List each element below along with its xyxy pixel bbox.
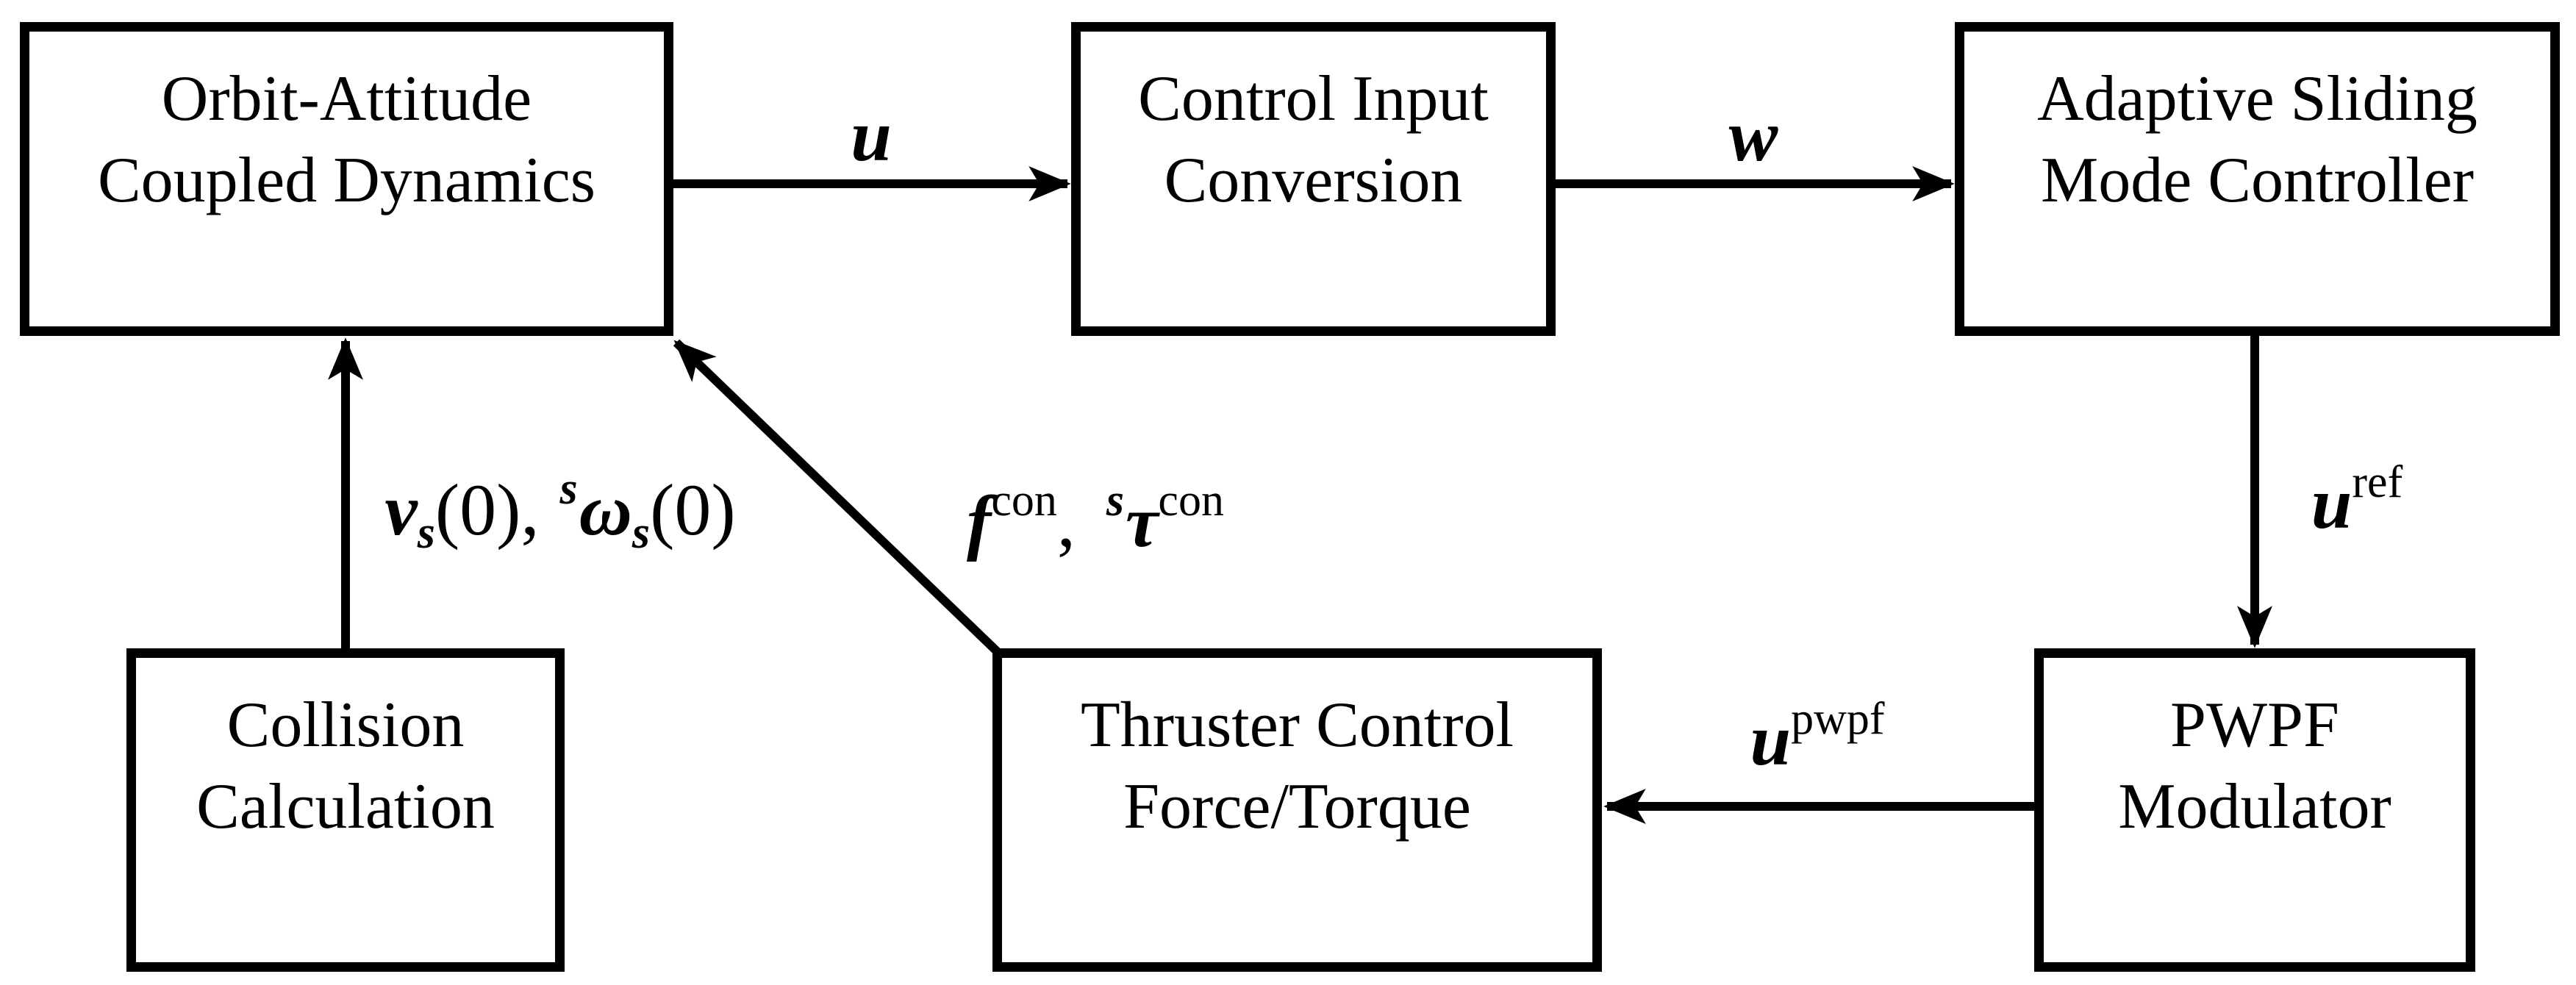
label-w: w [1729,99,1778,173]
math-u-pwpf-sup: pwpf [1791,694,1885,744]
math-f: f [967,481,992,562]
arrow-control-force-torque [673,339,1001,656]
label-u-pwpf: upwpf [1750,696,1884,777]
math-omega-presuperscript: s [559,464,578,514]
math-omega-sub: s [632,508,651,558]
math-f-sup: con [991,476,1057,526]
math-v-sub: s [417,508,435,558]
block-label-line: Collision [226,690,465,761]
block-pwpf-modulator: PWPF Modulator [2034,648,2475,972]
math-omega-arg: (0) [650,469,736,551]
block-orbit-attitude-coupled-dynamics: Orbit-Attitude Coupled Dynamics [20,22,673,336]
label-u-ref: uref [2311,459,2403,540]
block-label-line: Adaptive Sliding [2037,63,2477,135]
label-v-omega-0: vs(0),sωs(0) [384,466,735,556]
block-label-line: Conversion [1164,145,1463,216]
block-label-line: Mode Controller [2040,145,2474,216]
block-label-line: Modulator [2118,771,2391,842]
math-omega: ω [579,469,632,551]
math-u-ref-sup: ref [2352,457,2403,507]
math-u-ref-base: u [2311,462,2353,544]
block-label-line: PWPF [2170,690,2339,761]
math-tau: τ [1126,481,1159,562]
block-label-line: Force/Torque [1123,771,1471,842]
block-label-line: Thruster Control [1080,690,1514,761]
math-comma: , [1056,481,1076,562]
math-u-pwpf-base: u [1750,699,1792,781]
block-label-line: Calculation [196,771,495,842]
math-tau-presuperscript: s [1106,476,1125,526]
block-label-line: Orbit-Attitude [161,63,532,135]
math-w: w [1728,95,1778,176]
math-tau-sup: con [1158,476,1224,526]
block-thruster-control-force-torque: Thruster Control Force/Torque [992,648,1602,972]
label-f-tau-con: fcon,sτcon [967,478,1224,559]
block-adaptive-sliding-mode-controller: Adaptive Sliding Mode Controller [1955,22,2560,336]
block-control-input-conversion: Control Input Conversion [1071,22,1556,336]
math-v-arg: (0), [434,469,540,551]
math-u: u [851,95,892,176]
block-collision-calculation: Collision Calculation [126,648,565,972]
label-u: u [851,99,892,173]
block-label-line: Control Input [1138,63,1489,135]
math-v: v [384,469,418,551]
block-label-line: Coupled Dynamics [97,145,595,216]
